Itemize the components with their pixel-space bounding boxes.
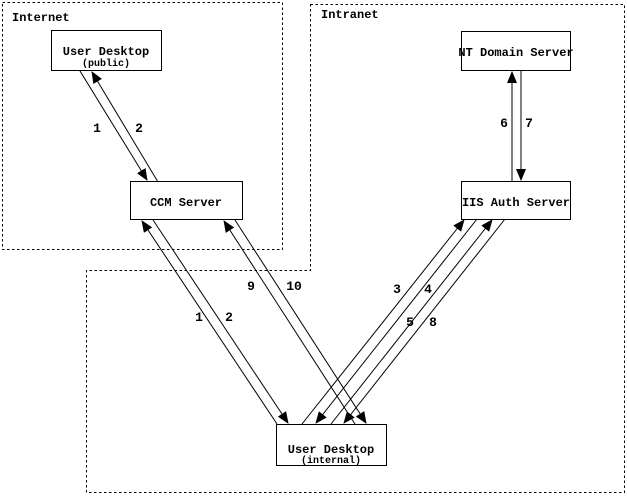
nt-domain-server-box: [461, 31, 571, 71]
user-desktop-internal-sublabel: (internal): [301, 455, 361, 467]
nt-domain-server-label: NT Domain Server: [458, 46, 573, 60]
edge-label-10: 10: [286, 279, 302, 294]
edge-label-7: 7: [525, 116, 533, 131]
intranet-zone-border: [86, 4, 625, 493]
user-desktop-internal-box: [276, 424, 387, 466]
user-desktop-public-sublabel: (public): [82, 58, 130, 70]
internet-zone-border: [2, 2, 283, 250]
edge-9-internal-to-ccm: [223, 220, 356, 425]
edge-1-public-to-ccm: [79, 70, 148, 181]
edge-3-internal-to-iis: [301, 219, 465, 425]
edge-4-iis-to-internal: [315, 218, 478, 424]
edge-2-ccm-to-internal: [152, 219, 289, 424]
edge-label-2-public: 2: [135, 121, 143, 136]
ccm-server-box: [130, 181, 243, 220]
edge-label-9: 9: [247, 279, 255, 294]
edge-10-ccm-to-internal: [234, 219, 367, 424]
user-desktop-public-label: User Desktop: [63, 45, 149, 59]
node-user-desktop-internal: User Desktop (internal): [276, 424, 387, 467]
edge-label-6: 6: [500, 116, 508, 131]
node-user-desktop-public: User Desktop (public): [51, 30, 162, 71]
edge-label-8: 8: [429, 315, 437, 330]
edge-label-5: 5: [406, 315, 414, 330]
edge-2-ccm-to-public: [91, 71, 159, 183]
node-nt-domain-server: NT Domain Server: [458, 31, 574, 71]
node-iis-auth-server: IIS Auth Server: [461, 181, 571, 220]
iis-auth-server-box: [461, 181, 571, 220]
user-desktop-internal-label: User Desktop: [288, 443, 374, 457]
edge-label-2-internal: 2: [225, 310, 233, 325]
edge-1-internal-to-ccm: [141, 220, 278, 425]
edge-5-internal-to-iis: [330, 219, 493, 425]
edge-label-1-public: 1: [93, 121, 101, 136]
user-desktop-public-box: [51, 30, 162, 71]
edge-label-1-internal: 1: [195, 310, 203, 325]
edge-label-4: 4: [424, 282, 432, 297]
ccm-server-label: CCM Server: [150, 196, 222, 210]
intranet-zone-label: Intranet: [321, 8, 379, 22]
edge-label-3: 3: [393, 282, 401, 297]
node-ccm-server: CCM Server: [130, 181, 243, 220]
edge-8-iis-to-internal: [343, 218, 506, 424]
iis-auth-server-label: IIS Auth Server: [462, 196, 570, 210]
internet-zone-label: Internet: [12, 11, 70, 25]
